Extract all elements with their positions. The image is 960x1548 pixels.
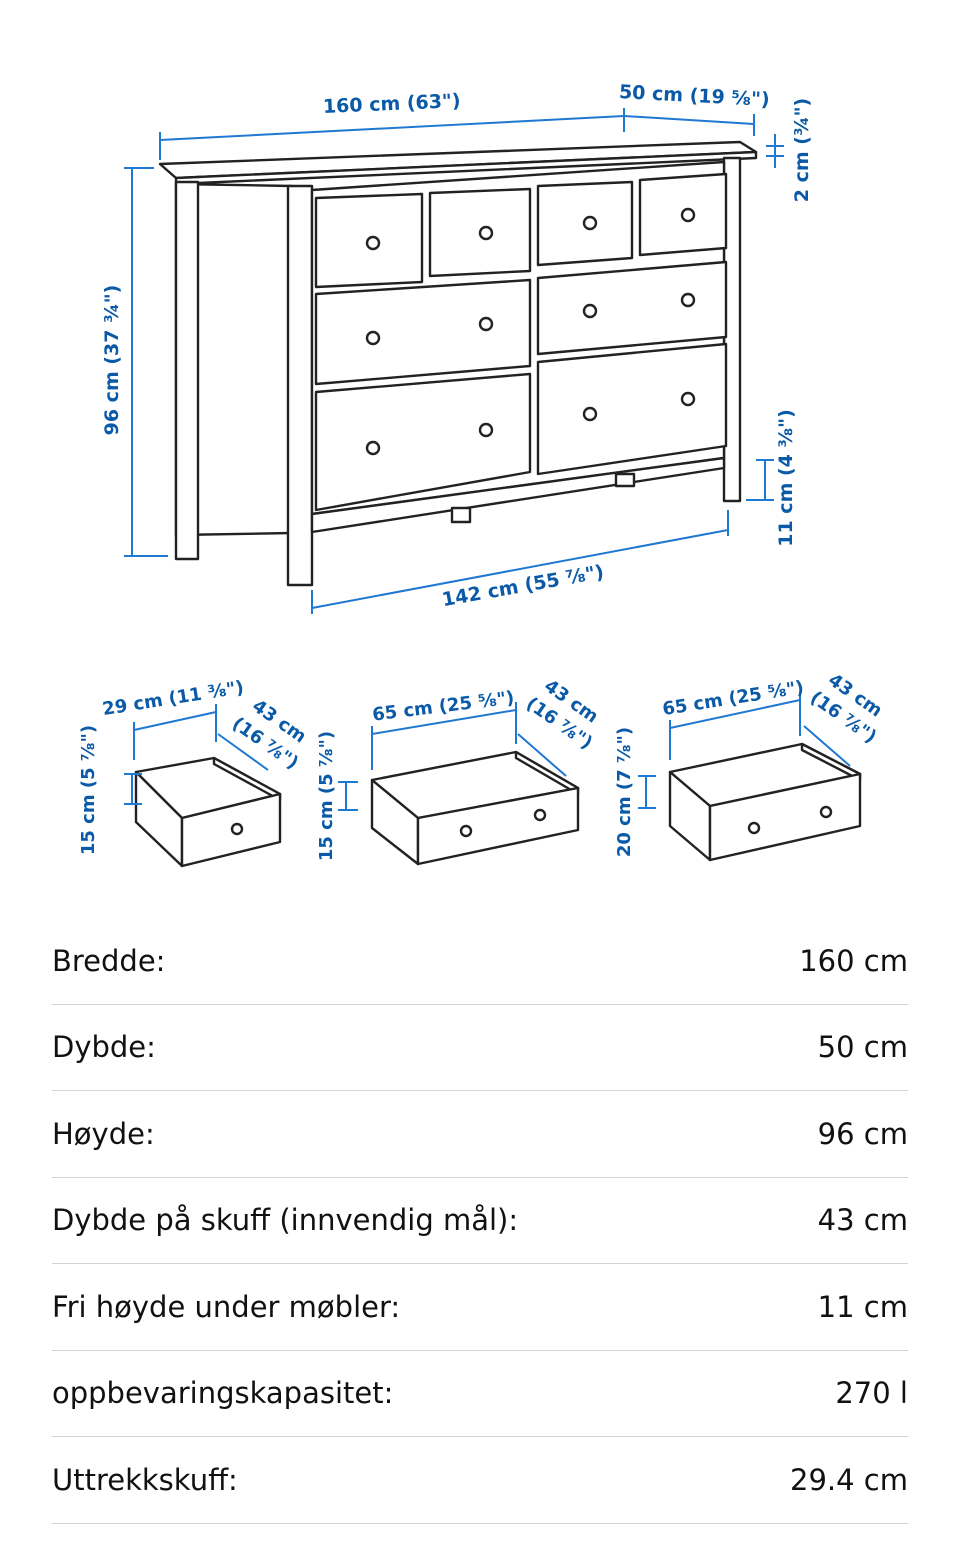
drawer-medium-dimension-lines — [338, 702, 567, 811]
spec-value: 160 cm — [799, 943, 908, 978]
clearance-label: 11 cm (4 ⅜") — [775, 409, 797, 547]
dresser-width-label: 160 cm (63") — [322, 90, 461, 118]
drawer-1-height-label: 15 cm (5 ⅞") — [78, 725, 99, 855]
spec-value: 11 cm — [817, 1289, 908, 1324]
spec-label: Dybde på skuff (innvendig mål): — [52, 1203, 519, 1238]
drawer-front — [314, 372, 532, 512]
spec-label: oppbevaringskapasitet: — [52, 1376, 394, 1411]
spec-label: Bredde: — [52, 943, 166, 978]
drawer-front — [536, 260, 728, 356]
spec-row-drawer-depth: Dybde på skuff (innvendig mål): 43 cm — [52, 1178, 908, 1264]
spec-label: Uttrekkskuff: — [52, 1462, 238, 1497]
dresser-illustration — [158, 140, 758, 587]
spec-value: 29.4 cm — [790, 1462, 908, 1497]
drawer-1-width-label: 29 cm (11 ⅜") — [101, 677, 245, 720]
spec-label: Dybde: — [52, 1030, 156, 1065]
spec-label: Fri høyde under møbler: — [52, 1289, 401, 1324]
drawer-front — [536, 342, 728, 476]
spec-row-drawer-extension: Uttrekkskuff: 29.4 cm — [52, 1437, 908, 1524]
spec-row-clearance: Fri høyde under møbler: 11 cm — [52, 1264, 908, 1351]
spec-label: Høyde: — [52, 1116, 155, 1151]
drawer-2-width-label: 65 cm (25 ⅝") — [371, 687, 515, 725]
spec-row-height: Høyde: 96 cm — [52, 1091, 908, 1178]
spec-value: 96 cm — [817, 1116, 908, 1151]
drawer-large-illustration — [668, 742, 862, 862]
drawer-2-height-label: 15 cm (5 ⅞") — [316, 731, 337, 861]
dresser-height-label: 96 cm (37 ¾") — [101, 285, 123, 436]
drawer-medium-illustration — [370, 750, 580, 866]
spec-row-storage-capacity: oppbevaringskapasitet: 270 l — [52, 1351, 908, 1437]
dresser-depth-label: 50 cm (19 ⅝") — [618, 81, 770, 111]
spec-value: 43 cm — [817, 1203, 908, 1238]
spec-row-width: Bredde: 160 cm — [52, 918, 908, 1005]
drawer-large-dimension-lines — [638, 692, 851, 809]
spec-row-depth: Dybde: 50 cm — [52, 1005, 908, 1091]
drawer-front — [314, 278, 532, 386]
drawer-small-illustration — [134, 756, 282, 868]
specifications-list: Bredde: 160 cm Dybde: 50 cm Høyde: 96 cm… — [52, 918, 908, 1524]
product-dimensions-diagram: 160 cm (63") 50 cm (19 ⅝") 2 cm (¾") 96 … — [78, 81, 886, 868]
drawer-small-dimension-lines — [124, 704, 269, 805]
drawer-3-height-label: 20 cm (7 ⅞") — [614, 727, 635, 857]
top-thickness-label: 2 cm (¾") — [791, 98, 813, 202]
spec-value: 270 l — [835, 1376, 908, 1411]
spec-value: 50 cm — [817, 1030, 908, 1065]
dresser-dimension-lines — [124, 108, 784, 614]
